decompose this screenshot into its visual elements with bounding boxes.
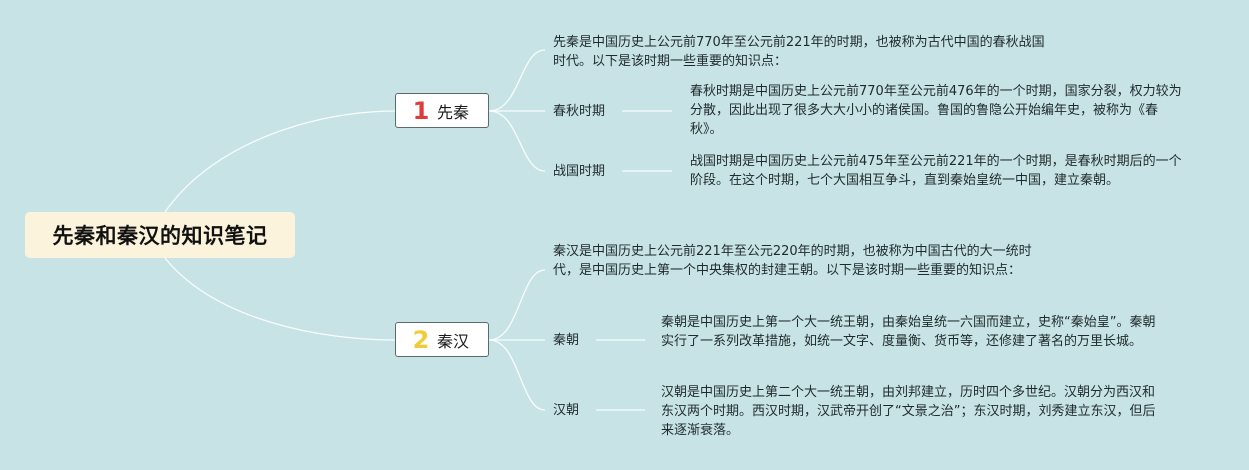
topic-detail-chunqiu: 春秋时期是中国历史上公元前770年至公元前476年的一个时期，国家分裂，权力较为… bbox=[690, 84, 1182, 137]
branch-2-summary: 秦汉是中国历史上公元前221年至公元220年的时期，也被称为中国古代的大一统时代… bbox=[553, 244, 1032, 278]
root-node[interactable]: 先秦和秦汉的知识笔记 bbox=[25, 212, 295, 258]
topic-label-han[interactable]: 汉朝 bbox=[553, 403, 580, 418]
topic-detail-qin: 秦朝是中国历史上第一个大一统王朝，由秦始皇统一六国而建立，史称“秦始皇”。秦朝实… bbox=[661, 315, 1156, 349]
connector-branch-2-summary bbox=[488, 269, 546, 341]
branch-node-2[interactable]: 2 秦汉 bbox=[395, 322, 489, 357]
root-title: 先秦和秦汉的知识笔记 bbox=[52, 224, 268, 248]
branch-label: 先秦 bbox=[437, 102, 470, 122]
topic-label-qin[interactable]: 秦朝 bbox=[553, 333, 580, 348]
connector-branch-1-summary bbox=[488, 49, 546, 112]
branch-node-1[interactable]: 1 先秦 bbox=[395, 93, 489, 128]
connector-root-branch-2 bbox=[164, 257, 396, 341]
topic-detail-han: 汉朝是中国历史上第二个大一统王朝，由刘邦建立，历时四个多世纪。汉朝分为西汉和东汉… bbox=[661, 385, 1156, 438]
branch-number-badge: 2 bbox=[412, 325, 430, 354]
connector-branch-1-topic-2 bbox=[488, 110, 546, 172]
branch-1-summary: 先秦是中国历史上公元前770年至公元前221年的时期，也被称为古代中国的春秋战国… bbox=[553, 35, 1045, 69]
branch-label: 秦汉 bbox=[437, 331, 470, 351]
topic-detail-zhanguo: 战国时期是中国历史上公元前475年至公元前221年的一个时期，是春秋时期后的一个… bbox=[690, 154, 1182, 188]
topic-label-zhanguo[interactable]: 战国时期 bbox=[553, 164, 606, 179]
topic-label-chunqiu[interactable]: 春秋时期 bbox=[553, 104, 606, 119]
connector-root-branch-1 bbox=[164, 110, 396, 213]
connector-branch-2-topic-2 bbox=[488, 339, 546, 411]
branch-number-badge: 1 bbox=[412, 96, 430, 125]
